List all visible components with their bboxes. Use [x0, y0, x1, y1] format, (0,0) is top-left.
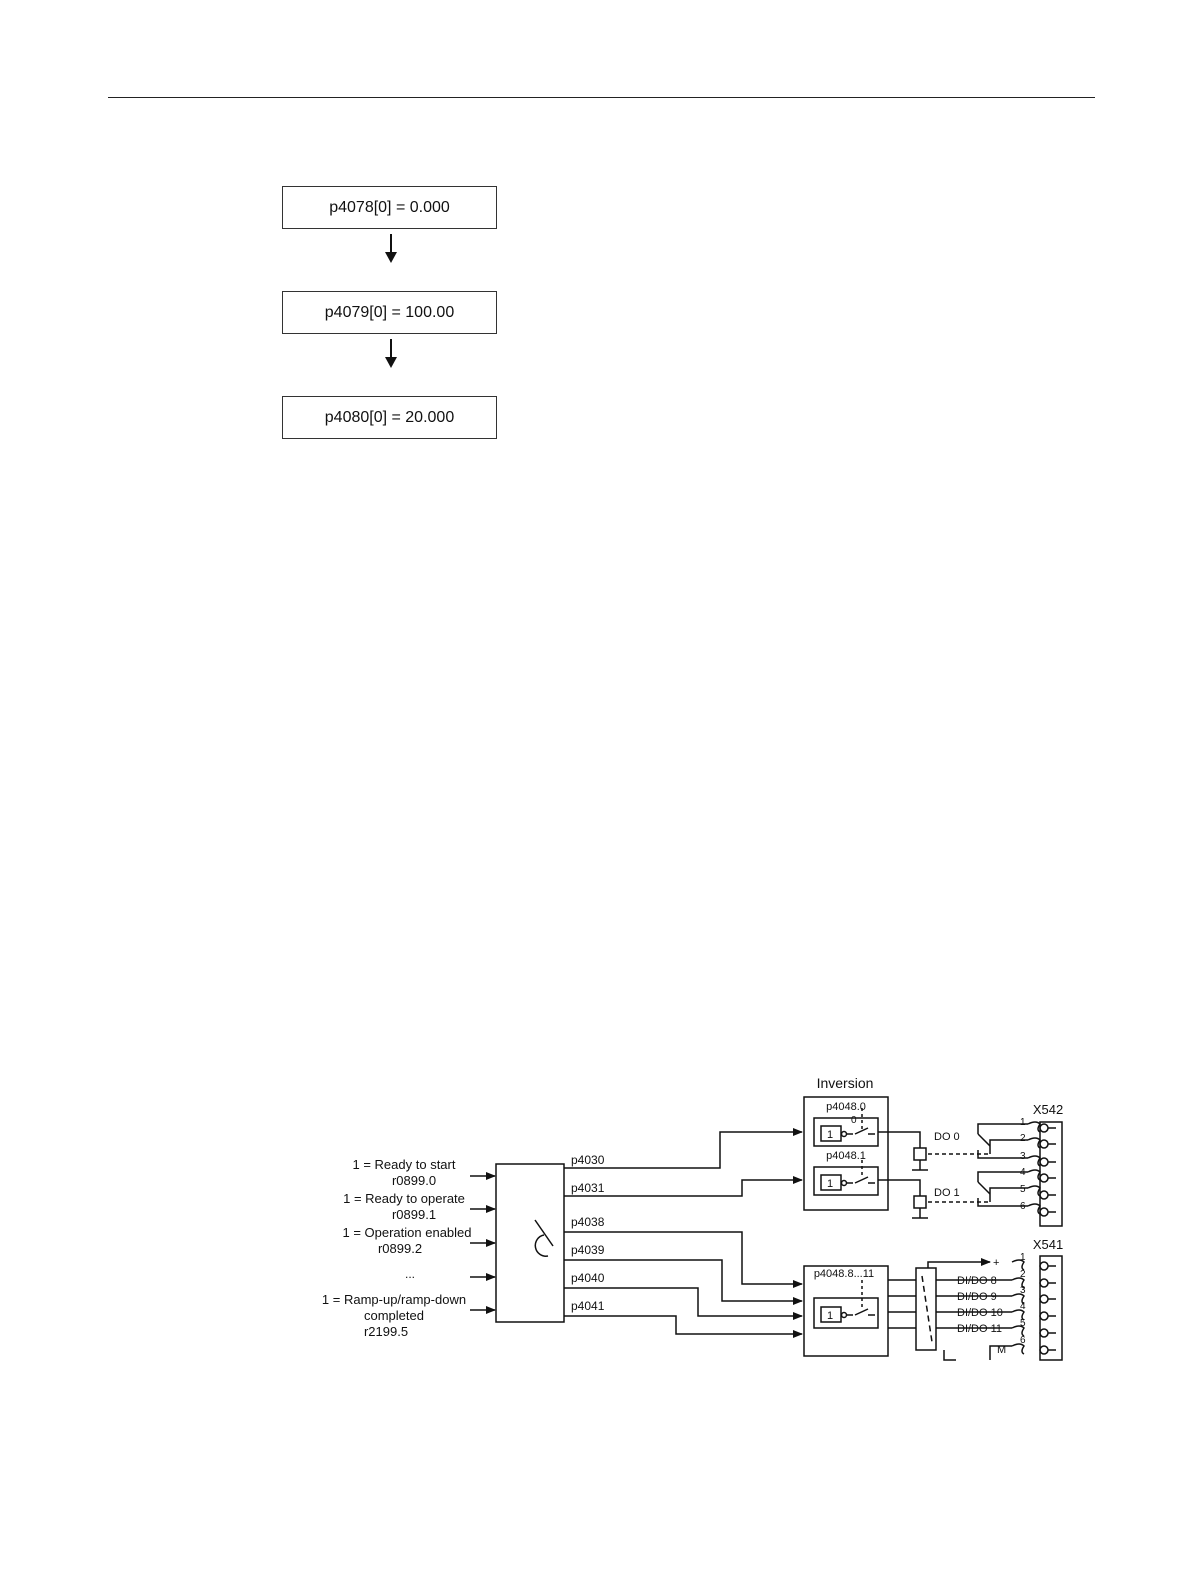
signal-p4041: p4041	[571, 1299, 605, 1313]
signal-p4038: p4038	[571, 1215, 605, 1229]
output-do0: DO 0	[934, 1131, 960, 1143]
pin-label: 1	[1020, 1117, 1026, 1128]
input-ramp-line1: 1 = Ramp-up/ramp-down	[322, 1292, 466, 1307]
input-ready-to-start-param: r0899.0	[392, 1173, 436, 1188]
flow-box-text: p4079[0] = 100.00	[324, 303, 455, 321]
down-arrow-icon	[385, 339, 397, 368]
pin-label: 1	[1020, 1252, 1026, 1263]
connector-x542-label: X542	[1033, 1102, 1063, 1117]
output-dido9: DI/DO 9	[957, 1291, 997, 1303]
output-do1: DO 1	[934, 1187, 960, 1199]
output-dido8: DI/DO 8	[957, 1275, 997, 1287]
pin-label: 2	[1020, 1133, 1026, 1144]
input-operation-enabled-param: r0899.2	[378, 1241, 422, 1256]
inverter-one-label: 1	[827, 1310, 833, 1322]
inverter-one-label: 1	[827, 1129, 833, 1141]
pin-label: 6	[1020, 1201, 1026, 1212]
signal-p4031: p4031	[571, 1181, 605, 1195]
pin-label: 3	[1020, 1151, 1026, 1162]
down-arrow-icon	[385, 234, 397, 263]
signal-p4039: p4039	[571, 1243, 605, 1257]
pin-label: 5	[1020, 1318, 1026, 1329]
signal-p4040: p4040	[571, 1271, 605, 1285]
flow-box-p4078: p4078[0] = 0.000	[282, 186, 497, 229]
pin-label: 5	[1020, 1184, 1026, 1195]
param-p4048-8-11: p4048.8...11	[814, 1268, 874, 1280]
input-ready-to-operate: 1 = Ready to operate	[343, 1191, 465, 1206]
param-p4048-1: p4048.1	[826, 1150, 866, 1162]
output-dido10: DI/DO 10	[957, 1307, 1003, 1319]
flow-box-text: p4080[0] = 20.000	[324, 408, 455, 426]
flow-box-text: p4078[0] = 0.000	[329, 198, 450, 216]
param-p4048-0: p4048.0	[826, 1101, 866, 1113]
input-ready-to-start: 1 = Ready to start	[353, 1157, 456, 1172]
header-rule	[108, 97, 1095, 98]
output-plus: +	[993, 1257, 999, 1269]
terminal-screws	[1011, 1121, 1056, 1355]
input-ramp-line2: completed	[364, 1308, 424, 1323]
signal-p4030: p4030	[571, 1153, 605, 1167]
digital-output-schematic: Inversion p4048.0 p4048.1 p4048.8...11 0…	[322, 1075, 1063, 1361]
output-m: M	[997, 1344, 1006, 1356]
flow-box-p4079: p4079[0] = 100.00	[282, 291, 497, 334]
pin-label: 3	[1020, 1285, 1026, 1296]
inverter-one-label: 1	[827, 1178, 833, 1190]
input-ready-to-operate-param: r0899.1	[392, 1207, 436, 1222]
switch-zero-label: 0	[851, 1115, 857, 1126]
input-ramp-param: r2199.5	[364, 1324, 408, 1339]
connector-x541-label: X541	[1033, 1237, 1063, 1252]
input-operation-enabled: 1 = Operation enabled	[342, 1225, 471, 1240]
flow-box-p4080: p4080[0] = 20.000	[282, 396, 497, 439]
pin-label: 4	[1020, 1167, 1026, 1178]
input-ellipsis: ...	[405, 1267, 415, 1281]
pin-label: 2	[1020, 1269, 1026, 1280]
output-dido11: DI/DO 11	[957, 1323, 1002, 1335]
pin-label: 4	[1020, 1301, 1026, 1312]
inversion-label: Inversion	[817, 1075, 874, 1091]
pin-label: 6	[1020, 1335, 1026, 1346]
